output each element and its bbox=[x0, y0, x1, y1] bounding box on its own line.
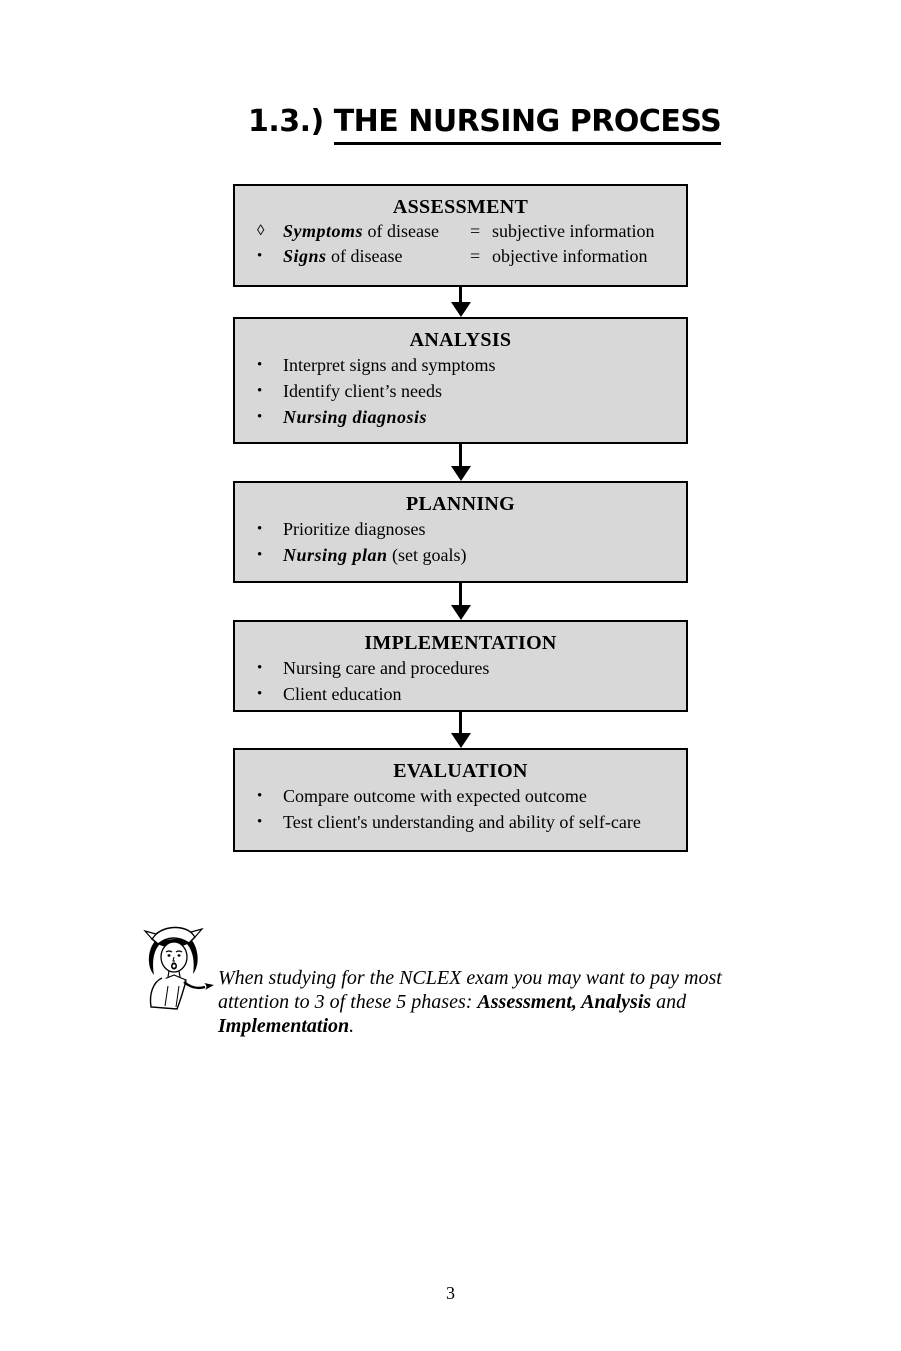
flow-box-implementation: IMPLEMENTATION • Nursing care and proced… bbox=[233, 620, 688, 712]
equals-sign: = bbox=[470, 221, 481, 241]
item-text: Nursing diagnosis bbox=[283, 407, 428, 427]
page-title: 1.3.) THE NURSING PROCESS bbox=[248, 104, 722, 145]
flow-arrow-down bbox=[233, 287, 688, 317]
arrow-line bbox=[459, 444, 462, 466]
item-text: Signs of disease bbox=[283, 246, 403, 266]
list-item: • Test client's understanding and abilit… bbox=[235, 809, 686, 835]
list-item: • Compare outcome with expected outcome bbox=[235, 783, 686, 809]
section-number: 1.3.) bbox=[248, 104, 334, 139]
dot-bullet-icon: • bbox=[257, 686, 263, 702]
arrow-head-icon bbox=[450, 605, 471, 620]
list-item: • Client education bbox=[235, 681, 686, 707]
arrow-head-icon bbox=[450, 733, 471, 748]
dot-bullet-icon: • bbox=[257, 383, 263, 399]
dot-bullet-icon: • bbox=[257, 547, 263, 563]
arrow-line bbox=[459, 287, 462, 302]
arrow-line bbox=[459, 712, 462, 733]
page-number: 3 bbox=[446, 1283, 455, 1303]
list-item: ◊ Symptoms of disease = subjective infor… bbox=[235, 219, 686, 244]
item-text: Interpret signs and symptoms bbox=[283, 355, 496, 375]
item-text: Nursing plan (set goals) bbox=[283, 545, 467, 565]
item-text: Prioritize diagnoses bbox=[283, 519, 426, 539]
section-title: THE NURSING PROCESS bbox=[333, 104, 722, 145]
arrow-head-icon bbox=[450, 466, 471, 481]
arrow-head-icon bbox=[450, 302, 471, 317]
study-tip-note: When studying for the NCLEX exam you may… bbox=[218, 966, 722, 1038]
item-text: Symptoms of disease bbox=[283, 221, 439, 241]
list-item: • Nursing diagnosis bbox=[235, 404, 686, 430]
list-item: • Prioritize diagnoses bbox=[235, 516, 686, 542]
diamond-bullet-icon: ◊ bbox=[257, 223, 265, 239]
item-definition: subjective information bbox=[492, 221, 655, 241]
item-text: Identify client’s needs bbox=[283, 381, 442, 401]
note-line: attention to 3 of these 5 phases: Assess… bbox=[218, 991, 687, 1013]
flow-box-evaluation: EVALUATION • Compare outcome with expect… bbox=[233, 748, 688, 852]
flow-box-analysis: ANALYSIS • Interpret signs and symptoms … bbox=[233, 317, 688, 444]
list-item: • Identify client’s needs bbox=[235, 378, 686, 404]
nurse-illustration bbox=[135, 918, 215, 1015]
box-title: EVALUATION bbox=[393, 760, 528, 782]
dot-bullet-icon: • bbox=[257, 357, 263, 373]
arrow-line bbox=[459, 583, 462, 605]
item-text: Compare outcome with expected outcome bbox=[283, 786, 587, 806]
box-title: ASSESSMENT bbox=[392, 196, 529, 218]
note-line: Implementation. bbox=[218, 1015, 355, 1037]
equals-sign: = bbox=[470, 246, 481, 266]
list-item: • Nursing plan (set goals) bbox=[235, 542, 686, 568]
flow-box-planning: PLANNING • Prioritize diagnoses • Nursin… bbox=[233, 481, 688, 583]
dot-bullet-icon: • bbox=[257, 521, 263, 537]
dot-bullet-icon: • bbox=[257, 814, 263, 830]
item-definition: objective information bbox=[492, 246, 648, 266]
list-item: • Signs of disease = objective informati… bbox=[235, 244, 686, 269]
flow-arrow-down bbox=[233, 712, 688, 748]
list-item: • Nursing care and procedures bbox=[235, 655, 686, 681]
dot-bullet-icon: • bbox=[257, 788, 263, 804]
item-text: Client education bbox=[283, 684, 402, 704]
box-title: PLANNING bbox=[405, 493, 516, 515]
flow-arrow-down bbox=[233, 444, 688, 481]
note-line: When studying for the NCLEX exam you may… bbox=[218, 967, 722, 989]
flow-arrow-down bbox=[233, 583, 688, 620]
box-title: ANALYSIS bbox=[409, 329, 512, 351]
dot-bullet-icon: • bbox=[257, 409, 263, 425]
list-item: • Interpret signs and symptoms bbox=[235, 352, 686, 378]
item-text: Test client's understanding and ability … bbox=[283, 812, 641, 832]
dot-bullet-icon: • bbox=[257, 660, 263, 676]
dot-bullet-icon: • bbox=[257, 248, 263, 264]
nurse-icon bbox=[143, 926, 214, 1010]
box-title: IMPLEMENTATION bbox=[364, 632, 557, 654]
item-text: Nursing care and procedures bbox=[283, 658, 490, 678]
flow-box-assessment: ASSESSMENT ◊ Symptoms of disease = subje… bbox=[233, 184, 688, 287]
